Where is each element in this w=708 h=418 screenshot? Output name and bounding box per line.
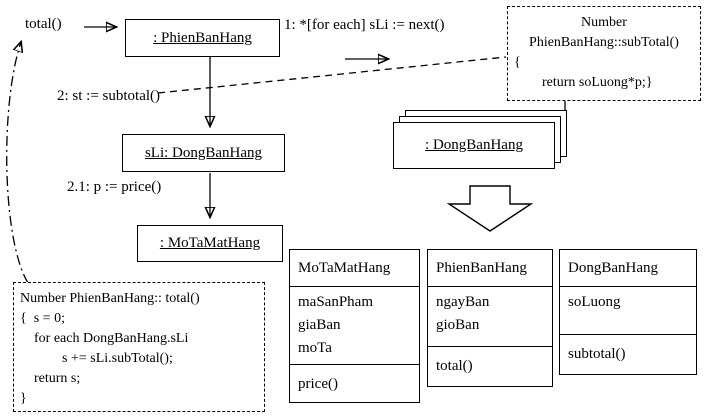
note-subtotal-line-3: { <box>514 55 521 70</box>
class-operations-phienbanhang: total() <box>428 346 552 386</box>
attribute: gioBan <box>436 317 480 333</box>
attribute: moTa <box>298 340 332 356</box>
class-operations-dongbanhang: subtotal() <box>560 334 696 374</box>
note-total-line-3: for each DongBanHang.sLi <box>20 331 189 346</box>
note-total-line-1: Number PhienBanHang:: total() <box>20 291 200 306</box>
note-total-link-arrow <box>6 42 29 284</box>
class-attributes-phienbanhang: ngayBan gioBan <box>428 286 552 346</box>
note-total-line-6: } <box>20 391 27 406</box>
note-subtotal: Number PhienBanHang::subTotal() { return… <box>507 6 701 101</box>
note-subtotal-line-2: PhienBanHang::subTotal() <box>529 35 679 50</box>
object-label-sli-dongbanhang: sLi: DongBanHang <box>144 144 263 161</box>
note-subtotal-line-4: return soLuong*p;} <box>514 75 653 90</box>
class-box-dongbanhang: DongBanHang soLuong subtotal() <box>559 249 697 375</box>
class-operations-motamathang: price() <box>290 364 419 402</box>
object-box-phienbanhang: : PhienBanHang <box>125 19 280 57</box>
operation: price() <box>298 376 338 392</box>
message-next-label: 1: *[for each] sLi := next() <box>284 17 445 33</box>
class-box-motamathang: MoTaMatHang maSanPham giaBan moTa price(… <box>289 249 420 403</box>
attribute: soLuong <box>568 294 621 310</box>
attribute: ngayBan <box>436 294 490 310</box>
object-box-motamathang: : MoTaMatHang <box>137 225 283 262</box>
class-attributes-dongbanhang: soLuong <box>560 286 696 334</box>
class-name-motamathang: MoTaMatHang <box>298 259 391 276</box>
class-box-phienbanhang: PhienBanHang ngayBan gioBan total() <box>427 249 553 387</box>
note-total-line-2: { s = 0; <box>20 311 65 326</box>
object-label-phienbanhang: : PhienBanHang <box>153 29 252 46</box>
message-price-label: 2.1: p := price() <box>67 179 162 195</box>
operation: total() <box>436 358 473 374</box>
note-total: Number PhienBanHang:: total() { s = 0; f… <box>13 282 265 412</box>
class-name-dongbanhang: DongBanHang <box>568 259 658 276</box>
object-label-motamathang: : MoTaMatHang <box>159 235 261 251</box>
multiobject-dongbanhang: : DongBanHang <box>393 122 555 169</box>
maps-to-block-arrow <box>446 185 534 232</box>
total-message-label: total() <box>25 16 62 32</box>
multiobject-label-dongbanhang: : DongBanHang <box>425 137 523 153</box>
message-subtotal-label: 2: st := subtotal() <box>57 88 161 104</box>
attribute: giaBan <box>298 317 341 333</box>
note-total-line-4: s += sLi.subTotal(); <box>20 351 173 366</box>
attribute: maSanPham <box>298 294 373 310</box>
class-name-phienbanhang: PhienBanHang <box>436 259 527 276</box>
note-total-line-5: return s; <box>20 371 81 386</box>
class-attributes-motamathang: maSanPham giaBan moTa <box>290 286 419 364</box>
note-subtotal-link-line <box>157 56 507 94</box>
object-box-sli-dongbanhang: sLi: DongBanHang <box>122 134 285 172</box>
note-subtotal-line-1: Number <box>581 15 627 30</box>
operation: subtotal() <box>568 346 626 362</box>
